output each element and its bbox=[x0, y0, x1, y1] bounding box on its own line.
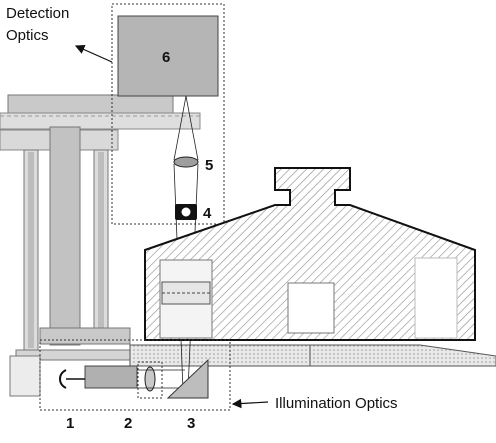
label-3: 3 bbox=[187, 415, 195, 432]
detection-optics-box bbox=[111, 3, 225, 225]
microscope-stand bbox=[0, 94, 237, 397]
detection-lens bbox=[173, 156, 199, 168]
fiber-input bbox=[59, 369, 67, 389]
detection-optics-label-line1: Detection bbox=[6, 5, 69, 22]
label-4: 4 bbox=[203, 205, 212, 222]
light-source bbox=[84, 365, 138, 389]
illumination-path bbox=[59, 358, 209, 399]
filter-element bbox=[175, 204, 197, 220]
illumination-lens bbox=[144, 366, 156, 392]
illumination-optics-box bbox=[39, 339, 231, 411]
lens-subbox bbox=[137, 361, 163, 399]
detector-block bbox=[117, 15, 219, 97]
illumination-optics-label: Illumination Optics bbox=[275, 395, 398, 412]
sample-chamber bbox=[144, 167, 476, 341]
prism-mirror bbox=[166, 358, 209, 399]
label-1: 1 bbox=[66, 415, 74, 432]
label-6: 6 bbox=[162, 49, 170, 66]
label-5: 5 bbox=[205, 157, 213, 174]
sample-stage bbox=[129, 344, 496, 367]
detection-arrow bbox=[74, 45, 113, 63]
detection-optics-label-line2: Optics bbox=[6, 27, 49, 44]
label-2: 2 bbox=[124, 415, 132, 432]
illumination-arrow bbox=[231, 398, 269, 409]
